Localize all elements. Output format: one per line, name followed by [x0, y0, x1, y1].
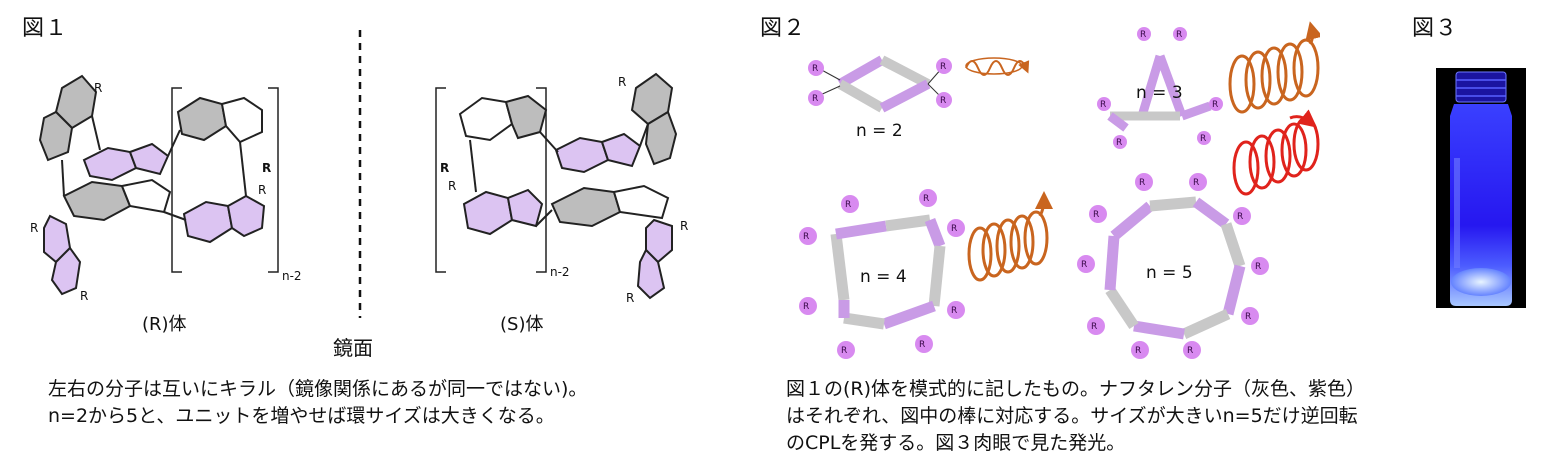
- s-lower-substituent-2: R: [626, 291, 634, 305]
- s-isomer-label: (S)体: [500, 314, 544, 335]
- r-bracket-substituent-2: R: [258, 183, 266, 197]
- ring-n2-label: n = 2: [856, 121, 903, 141]
- n4-r-3: R: [923, 194, 929, 204]
- n2-r-1: R: [812, 64, 818, 74]
- mirror-label: 鏡面: [333, 336, 373, 360]
- n5-r-5: R: [1081, 260, 1087, 270]
- fig2-caption: 図１の(R)体を模式的に記したもの。ナフタレン分子（灰色、紫色） はそれぞれ、図…: [786, 376, 1365, 457]
- r-lower-substituent-2: R: [80, 289, 88, 303]
- ring-n4-label: n = 4: [860, 267, 907, 287]
- ring-n3-label: n = 3: [1136, 83, 1183, 103]
- n4-r-1: R: [845, 200, 851, 210]
- n5-r-7: R: [1091, 322, 1097, 332]
- s-lower-substituent: R: [680, 219, 688, 233]
- fig2-label: 図２: [760, 16, 807, 41]
- n5-r-2: R: [1193, 178, 1199, 188]
- n5-r-4: R: [1237, 212, 1243, 222]
- fig1-caption: 左右の分子は互いにキラル（鏡像関係にあるが同一ではない)。 n=2から5と、ユニ…: [48, 376, 587, 430]
- fig1-caption-line-1: 左右の分子は互いにキラル（鏡像関係にあるが同一ではない)。: [48, 378, 588, 400]
- n4-r-5: R: [803, 302, 809, 312]
- fig2-caption-line-2: はそれぞれ、図中の棒に対応する。サイズが大きいn=5だけ逆回転: [786, 405, 1358, 427]
- fig1-label: 図１: [22, 16, 69, 41]
- fig1-caption-line-2: n=2から5と、ユニットを増やせば環サイズは大きくなる。: [48, 405, 555, 427]
- fig3-label: 図３: [1412, 16, 1459, 41]
- r-isomer-label: (R)体: [142, 314, 187, 335]
- n2-r-2: R: [812, 94, 818, 104]
- n2-r-4: R: [940, 96, 946, 106]
- n4-r-7: R: [951, 306, 957, 316]
- s-bracket-substituent-2: R: [448, 179, 456, 193]
- glowing-vial-image: [1450, 71, 1512, 306]
- n3-r-2: R: [1176, 30, 1182, 40]
- r-bracket-substituent: R: [262, 161, 271, 175]
- fig2-caption-line-3: のCPLを発する。図３肉眼で見た発光。: [786, 432, 1126, 454]
- r-substituent-label: R: [94, 81, 102, 95]
- ring-n2: R R R R n = 2: [808, 55, 1030, 141]
- s-isomer-structure: n-2 R R R R R: [435, 72, 688, 305]
- n3-r-3: R: [1100, 100, 1106, 110]
- s-substituent-label: R: [618, 75, 626, 89]
- n5-r-9: R: [1135, 346, 1141, 356]
- n5-r-1: R: [1139, 178, 1145, 188]
- ring-n4: R R R R R R R R n = 4: [799, 189, 1053, 359]
- n5-r-10: R: [1187, 346, 1193, 356]
- n3-r-4: R: [1116, 138, 1122, 148]
- n5-r-3: R: [1093, 210, 1099, 220]
- n5-r-8: R: [1245, 312, 1251, 322]
- n3-r-1: R: [1140, 30, 1146, 40]
- n3-r-6: R: [1200, 134, 1206, 144]
- n5-r-6: R: [1255, 262, 1261, 272]
- fig2-caption-line-1: 図１の(R)体を模式的に記したもの。ナフタレン分子（灰色、紫色）: [786, 378, 1366, 400]
- ring-n5-label: n = 5: [1146, 263, 1193, 283]
- n4-r-4: R: [951, 224, 957, 234]
- r-lower-substituent: R: [30, 221, 38, 235]
- ring-n3: R R R R R R n = 3: [1097, 21, 1320, 149]
- n2-r-3: R: [940, 62, 946, 72]
- ring-n5: R R R R R R R R R R n = 5: [1077, 109, 1320, 359]
- n4-r-6: R: [841, 346, 847, 356]
- n4-r-2: R: [803, 232, 809, 242]
- vial-photo: [1436, 68, 1526, 308]
- n4-r-8: R: [919, 340, 925, 350]
- s-bracket-substituent: R: [440, 161, 449, 175]
- fig2-ring-diagram: R R R R n = 2 R R R R R R n = 3: [799, 21, 1320, 359]
- s-subscript: n-2: [550, 265, 570, 279]
- n3-r-5: R: [1212, 100, 1218, 110]
- r-isomer-structure: R R R R R n-2: [30, 74, 302, 303]
- fig1-structures: R R R R R n-2 n-2: [30, 30, 688, 318]
- r-subscript: n-2: [282, 269, 302, 283]
